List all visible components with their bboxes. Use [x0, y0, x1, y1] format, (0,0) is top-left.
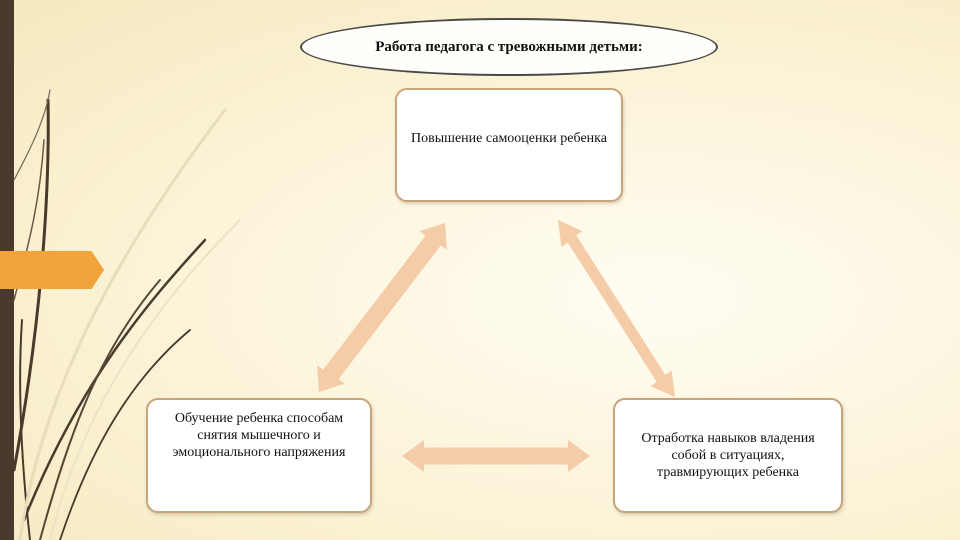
title-ellipse: Работа педагога с тревожными детьми: [300, 18, 718, 76]
double-arrow-right-diagonal [558, 220, 675, 398]
orange-tab-marker [0, 251, 104, 289]
box-right-text: Отработка навыков владения собой в ситуа… [641, 431, 815, 480]
box-left-text: Обучение ребенка способам снятия мышечно… [172, 411, 346, 460]
box-tension-relief: Обучение ребенка способам снятия мышечно… [146, 398, 372, 513]
double-arrow-left-diagonal [317, 223, 447, 392]
title-text: Работа педагога с тревожными детьми: [375, 39, 643, 55]
box-self-control-skills: Отработка навыков владения собой в ситуа… [613, 398, 843, 513]
box-top-text: Повышение самооценки ребенка [411, 131, 607, 146]
box-raise-self-esteem: Повышение самооценки ребенка [395, 88, 623, 202]
double-arrow-horizontal [402, 440, 590, 472]
